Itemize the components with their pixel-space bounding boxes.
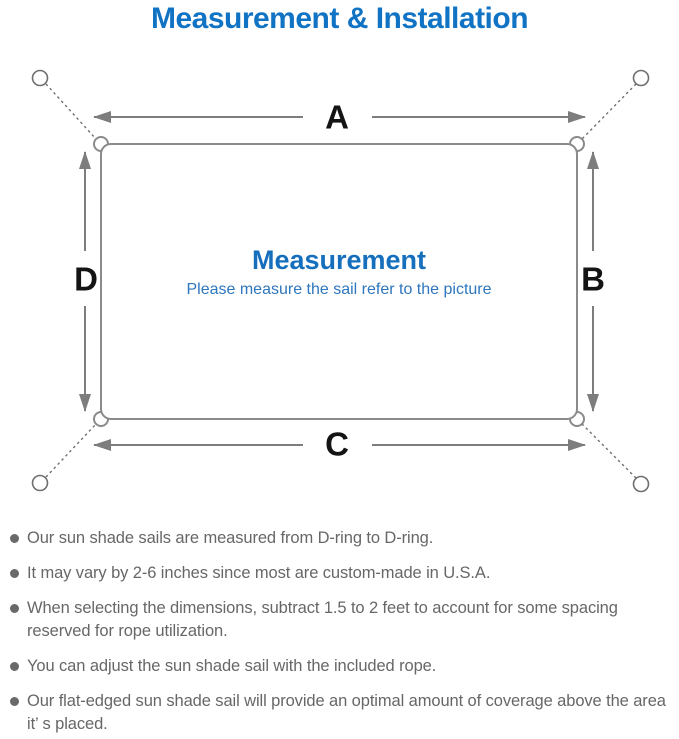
measurement-diagram: A C D B Measurement Please measure the s…	[31, 69, 650, 493]
list-item-text: When selecting the dimensions, subtract …	[27, 599, 618, 640]
bullet-icon	[10, 697, 19, 706]
list-item: When selecting the dimensions, subtract …	[10, 597, 673, 643]
notes-list: Our sun shade sails are measured from D-…	[10, 527, 673, 739]
rope-line-top-right	[581, 83, 637, 140]
anchor-point-top-right-icon	[632, 69, 650, 87]
diagram-center-subtitle: Please measure the sail refer to the pic…	[186, 281, 491, 298]
list-item: You can adjust the sun shade sail with t…	[10, 655, 673, 678]
list-item: It may vary by 2-6 inches since most are…	[10, 562, 673, 585]
list-item: Our sun shade sails are measured from D-…	[10, 527, 673, 550]
list-item-text: You can adjust the sun shade sail with t…	[27, 657, 437, 675]
diagram-center-title: Measurement	[252, 245, 426, 275]
rope-line-bottom-right	[581, 423, 637, 479]
page-title: Measurement & Installation	[150, 2, 529, 35]
bullet-icon	[10, 569, 19, 578]
dimension-label-a: A	[325, 99, 349, 136]
list-item: Our flat-edged sun shade sail will provi…	[10, 690, 673, 736]
anchor-point-top-left-icon	[31, 69, 49, 87]
list-item-text: Our flat-edged sun shade sail will provi…	[27, 692, 666, 733]
rope-line-top-left	[45, 83, 97, 140]
list-item-text: Our sun shade sails are measured from D-…	[27, 529, 434, 547]
list-item-text: It may vary by 2-6 inches since most are…	[27, 564, 491, 582]
sail-outline	[100, 143, 578, 420]
dimension-label-d: D	[74, 261, 98, 298]
anchor-point-bottom-left-icon	[31, 474, 49, 492]
dimension-label-c: C	[325, 426, 349, 463]
bullet-icon	[10, 662, 19, 671]
dimension-label-b: B	[581, 261, 605, 298]
anchor-point-bottom-right-icon	[632, 475, 650, 493]
bullet-icon	[10, 604, 19, 613]
bullet-icon	[10, 534, 19, 543]
rope-line-bottom-left	[45, 423, 97, 478]
